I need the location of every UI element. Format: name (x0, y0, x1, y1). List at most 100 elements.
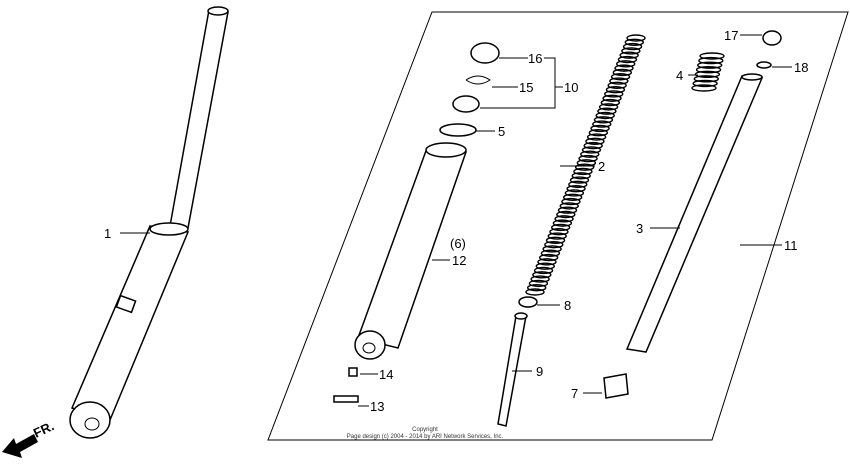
spring-coil (547, 232, 567, 240)
copyright-line1: Copyright (412, 427, 438, 433)
part-label-9: 9 (536, 364, 543, 379)
spring-coil (557, 206, 578, 214)
spring-coil (624, 38, 644, 47)
spring-coil (619, 51, 639, 59)
spring-coil (695, 66, 722, 74)
spring-coil (580, 150, 600, 158)
spring-coil (562, 193, 583, 201)
spring-coil (574, 163, 595, 171)
spring-coil (556, 210, 576, 219)
spring-coil (545, 236, 566, 245)
part-label-15: 15 (519, 80, 533, 95)
spring-coil (588, 129, 609, 137)
spring-coil (694, 70, 721, 78)
fork-bolt-part (762, 30, 782, 46)
bottom-case-part (354, 142, 468, 360)
spring-coil (697, 61, 723, 69)
spring-coil (598, 103, 619, 111)
spring-coil (530, 275, 550, 283)
spring-coil (592, 120, 612, 128)
spring-coil (566, 184, 586, 193)
spring-coil (533, 266, 554, 275)
spring-coil (600, 98, 621, 107)
slider-bushing-part (603, 373, 629, 399)
spring-coil (698, 56, 724, 65)
spring-coil (691, 84, 717, 92)
spring-coil (593, 116, 614, 124)
spring-coil (573, 167, 593, 176)
spring-coil (528, 279, 549, 288)
copyright-line2: Page design (c) 2004 - 2014 by ARI Netwo… (347, 434, 504, 440)
spring-coil (578, 154, 598, 163)
spring-coil (581, 146, 602, 154)
part-label-11: 11 (784, 238, 798, 253)
o-ring-part (756, 61, 772, 69)
spring-coil (604, 90, 624, 98)
part-label-3: 3 (636, 221, 643, 236)
rebound-spring-part (691, 52, 725, 92)
part-label-1: 1 (104, 226, 111, 241)
spring-coil (559, 202, 579, 210)
part-label-10: 10 (564, 80, 578, 95)
spring-coil (597, 107, 617, 115)
oil-seal-part (452, 95, 480, 113)
piston-ring-part (518, 296, 538, 308)
part-label-4: 4 (676, 68, 683, 83)
fork-assembly-left (69, 6, 229, 439)
spring-coil (583, 141, 603, 150)
spring-coil (610, 73, 631, 81)
spring-coil (571, 172, 591, 180)
part-label-13: 13 (370, 399, 384, 414)
part-label-12: 12 (452, 253, 466, 268)
part-label-7: 7 (571, 386, 578, 401)
spring-coil (586, 133, 607, 141)
part-label-16: 16 (528, 51, 542, 66)
spring-coil (540, 249, 561, 257)
dust-seal-part (470, 42, 500, 64)
clip-part (465, 75, 491, 85)
spring-coil (605, 85, 626, 94)
spring-coil (622, 42, 643, 51)
part-label-5: 5 (498, 124, 505, 139)
spring-coil (532, 271, 552, 279)
fork-pipe-part (625, 75, 764, 353)
part-label-17: 17 (724, 28, 738, 43)
spring-coil (544, 240, 564, 249)
spring-coil (609, 77, 629, 85)
spring-coil (550, 223, 571, 232)
spring-coil (602, 94, 622, 102)
spring-coil (585, 137, 605, 146)
bolt-part (333, 395, 359, 403)
spring-coil (595, 111, 615, 120)
spring-coil (549, 228, 569, 236)
part-label-2: 2 (598, 159, 605, 174)
spring-coil (569, 176, 590, 184)
spring-coil (537, 258, 557, 266)
svg-text:FR.: FR. (31, 418, 56, 440)
part-label-8: 8 (564, 298, 571, 313)
part-label-14: 14 (379, 367, 393, 382)
spring-coil (554, 215, 574, 223)
spring-coil (542, 245, 562, 253)
backup-ring-part (439, 123, 477, 137)
spring-coil (607, 81, 627, 90)
spring-coil (621, 47, 641, 55)
spring-coil (535, 262, 555, 270)
assembly-frame (267, 11, 849, 441)
spring-coil (699, 52, 725, 60)
spring-coil (561, 197, 581, 206)
spring-coil (617, 55, 638, 64)
spring-coil (626, 34, 646, 42)
leader-lines (120, 34, 792, 407)
spring-coil (614, 64, 634, 72)
spring-coil (616, 60, 636, 68)
washer-part (348, 367, 358, 377)
spring-coil (568, 180, 588, 189)
spring-coil (693, 75, 719, 83)
part-label-6: (6) (450, 236, 466, 251)
spring-coil (538, 253, 559, 262)
spring-coil (525, 288, 545, 296)
fork-spring-part (525, 34, 646, 296)
spring-coil (552, 219, 573, 227)
spring-coil (612, 68, 633, 77)
